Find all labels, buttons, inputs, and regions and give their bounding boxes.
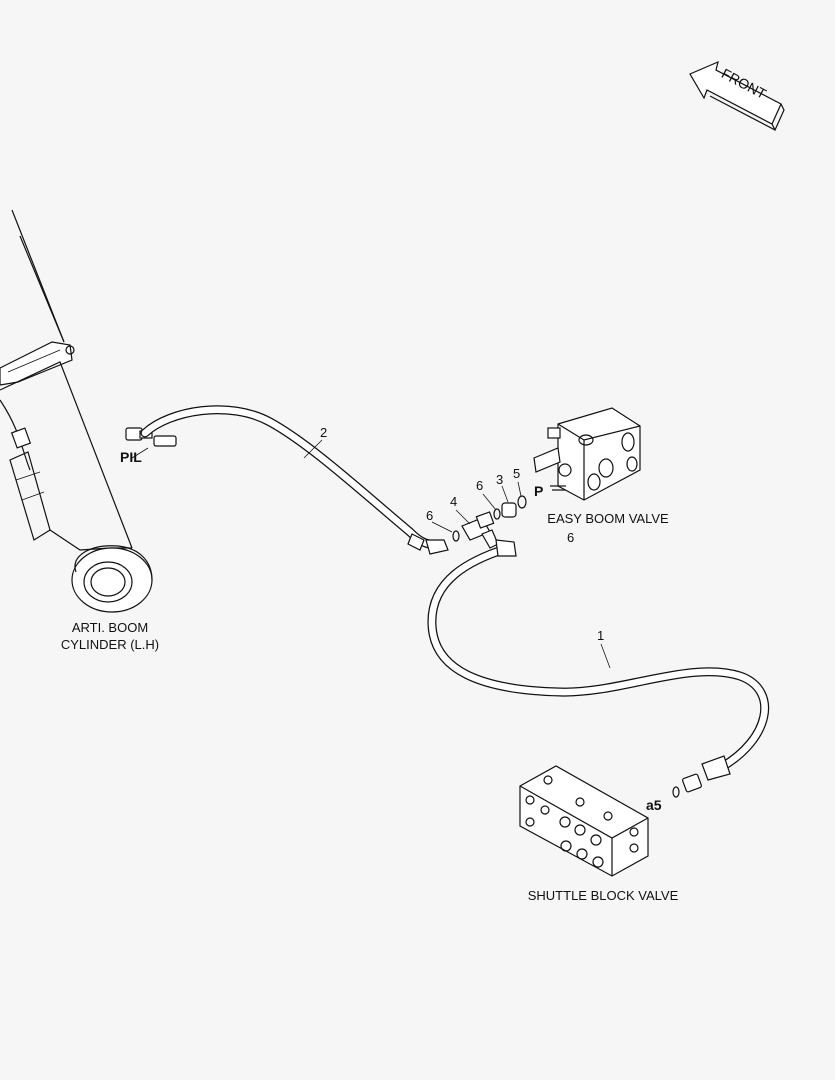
callout-6-mid: 6 — [476, 478, 483, 493]
caption-arti-boom-line2: CYLINDER (L.H) — [61, 637, 159, 652]
front-arrow-icon: FRONT — [689, 60, 785, 132]
hose-1 — [427, 539, 770, 798]
callout-4: 4 — [450, 494, 457, 509]
callout-5: 5 — [513, 466, 520, 481]
easy-boom-valve-block — [533, 407, 641, 501]
port-label-a5: a5 — [646, 797, 662, 813]
callout-1: 1 — [597, 628, 604, 643]
tee-fitting-assembly — [452, 495, 527, 549]
port-label-pil: PIL — [120, 449, 142, 465]
callout-3: 3 — [496, 472, 503, 487]
caption-easy-boom-valve: EASY BOOM VALVE — [547, 511, 669, 526]
port-label-p: P — [534, 483, 543, 499]
shuttle-block-valve — [519, 765, 649, 877]
hose-2 — [140, 405, 449, 555]
leader-lines — [303, 439, 611, 669]
caption-arti-boom-line1: ARTI. BOOM — [72, 620, 148, 635]
caption-shuttle-block-valve: SHUTTLE BLOCK VALVE — [528, 888, 679, 903]
callout-6-left: 6 — [426, 508, 433, 523]
arti-boom-cylinder — [0, 209, 153, 613]
callout-2: 2 — [320, 425, 327, 440]
callout-6-valve: 6 — [567, 530, 574, 545]
